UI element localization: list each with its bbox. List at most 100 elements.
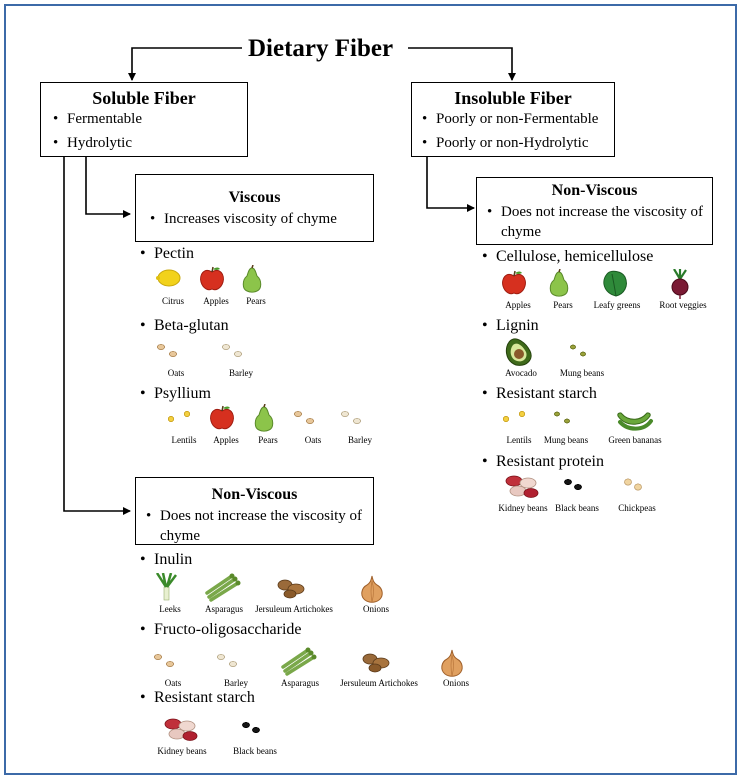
apple-icon	[502, 270, 526, 295]
food-caption: Black beans	[233, 746, 277, 756]
barley-icon	[217, 654, 237, 667]
leafy-greens-icon	[603, 270, 627, 297]
food-caption: Oats	[304, 435, 322, 445]
diagram-title: Dietary Fiber	[248, 35, 394, 62]
soluble-nonviscous-bullet: Does not increase the viscosity of chyme	[142, 506, 367, 546]
kidney-beans-icon	[164, 718, 198, 741]
fiber-type-text: Resistant protein	[496, 453, 604, 470]
food-item: Barley	[199, 337, 283, 379]
food-caption: Onions	[442, 678, 469, 688]
asparagus-icon	[205, 573, 241, 602]
fiber-type-text: Resistant starch	[154, 689, 255, 706]
food-item: Onions	[334, 573, 418, 615]
figure-frame	[4, 4, 737, 775]
food-caption: Barley	[229, 368, 253, 378]
food-item: Lentils	[142, 404, 226, 446]
fiber-type-label: Psyllium	[140, 384, 211, 404]
oats-icon	[294, 411, 314, 424]
lentils-icon	[168, 411, 190, 422]
food-item: Mung beans	[524, 404, 608, 446]
mung-beans-icon	[554, 411, 570, 424]
leek-icon	[155, 573, 177, 601]
food-caption: Barley	[348, 435, 372, 445]
arrow-to-soluble-nonviscous	[63, 157, 131, 515]
insoluble-fiber-title: Insoluble Fiber	[454, 88, 572, 108]
food-caption: Jersuleum Artichokes	[340, 678, 418, 688]
food-item: Mung beans	[540, 337, 624, 379]
food-item: Black beans	[213, 715, 297, 757]
arrow-to-insoluble-nonviscous	[426, 157, 475, 212]
food-caption: Barley	[224, 678, 248, 688]
food-item: Black beans	[535, 472, 619, 514]
fiber-type-text: Pectin	[154, 245, 194, 262]
fiber-type-text: Beta-glutan	[154, 317, 229, 334]
food-item: Pears	[226, 404, 310, 446]
food-item: Oats	[271, 404, 355, 446]
food-caption: Green bananas	[608, 435, 662, 445]
onion-icon	[441, 649, 463, 677]
avocado-icon	[505, 338, 532, 366]
food-item: Chickpeas	[595, 472, 679, 514]
food-caption: Mung beans	[559, 368, 605, 378]
food-item: Leafy greens	[575, 269, 659, 311]
arrow-to-insoluble	[408, 47, 516, 81]
food-caption: Pears	[258, 435, 278, 445]
soluble-nonviscous-box: Non-Viscous Does not increase the viscos…	[135, 477, 374, 545]
food-caption: Black beans	[555, 503, 599, 513]
food-caption: Leeks	[159, 604, 181, 614]
insoluble-nonviscous-title: Non-Viscous	[551, 182, 638, 199]
food-caption: Pears	[246, 296, 266, 306]
pear-icon	[254, 404, 274, 432]
food-item: Oats	[131, 647, 215, 689]
food-item: Asparagus	[182, 573, 266, 615]
fiber-type-label: Resistant starch	[140, 688, 255, 708]
insoluble-nonviscous-bullet: Does not increase the viscosity of chyme	[483, 202, 706, 242]
food-caption: Apples	[203, 296, 229, 306]
fiber-type-label: Resistant protein	[482, 452, 604, 472]
oats-icon	[154, 654, 174, 667]
fiber-type-label: Cellulose, hemicellulose	[482, 247, 653, 267]
insoluble-bullet: Poorly or non-Hydrolytic	[418, 133, 608, 153]
food-item: Kidney beans	[140, 715, 224, 757]
food-caption: Jersuleum Artichokes	[255, 604, 333, 614]
apple-icon	[210, 405, 234, 430]
fiber-type-label: Beta-glutan	[140, 316, 229, 336]
food-item: Apples	[184, 404, 268, 446]
food-item: Pears	[521, 269, 605, 311]
barley-icon	[222, 344, 242, 357]
food-caption: Apples	[505, 300, 531, 310]
artichoke-icon	[277, 579, 305, 599]
arrow-to-soluble	[128, 47, 242, 81]
food-caption: Pears	[553, 300, 573, 310]
food-item: Root veggies	[641, 269, 725, 311]
black-beans-icon	[242, 722, 260, 733]
food-item: Lentils	[477, 404, 561, 446]
fiber-type-label: Fructo-oligosaccharide	[140, 620, 302, 640]
mung-beans-icon	[570, 344, 586, 357]
viscous-bullet: Increases viscosity of chyme	[146, 209, 363, 229]
food-item: Avocado	[479, 337, 563, 379]
pear-icon	[242, 265, 262, 293]
barley-icon	[341, 411, 361, 424]
food-item: Apples	[174, 265, 258, 307]
food-caption: Avocado	[505, 368, 537, 378]
black-beans-icon	[564, 479, 582, 490]
fiber-type-text: Fructo-oligosaccharide	[154, 621, 302, 638]
fiber-type-text: Psyllium	[154, 385, 211, 402]
soluble-nonviscous-title: Non-Viscous	[211, 486, 298, 503]
viscous-title: Viscous	[228, 189, 281, 206]
asparagus-icon	[281, 647, 317, 676]
onion-icon	[361, 575, 383, 603]
chickpeas-icon	[624, 478, 642, 491]
lemon-icon	[156, 269, 181, 287]
soluble-bullet: Fermentable	[49, 109, 239, 129]
fiber-type-label: Resistant starch	[482, 384, 597, 404]
food-item: Jersuleum Artichokes	[252, 573, 336, 615]
food-item: Asparagus	[258, 647, 342, 689]
food-caption: Citrus	[161, 296, 184, 306]
food-caption: Mung beans	[543, 435, 589, 445]
food-caption: Asparagus	[205, 604, 243, 614]
food-item: Barley	[194, 647, 278, 689]
food-item: Apples	[476, 269, 560, 311]
